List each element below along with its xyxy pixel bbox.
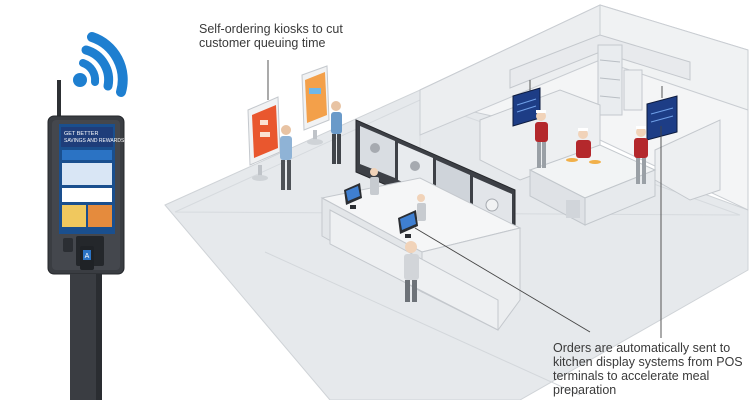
kiosk-headline-1: GET BETTER xyxy=(64,131,98,137)
card-reader-glyph: A xyxy=(85,253,90,260)
self-ordering-kiosk: A xyxy=(47,80,125,400)
counter-people xyxy=(370,168,426,302)
callout-self-ordering-kiosks: Self-ordering kiosks to cut customer que… xyxy=(199,22,369,50)
callout-kds-line-3: terminals to accelerate meal xyxy=(553,369,710,383)
scene-kiosk-1 xyxy=(247,96,281,181)
kitchen-display-right xyxy=(646,86,678,141)
pos-terminal-1 xyxy=(344,183,362,209)
scene-kiosk-2 xyxy=(301,65,330,145)
callout-kds-line-4: preparation xyxy=(553,383,617,397)
callout-kitchen-display: Orders are automatically sent to kitchen… xyxy=(553,341,745,397)
callout-kds-line-1: Orders are automatically sent to xyxy=(553,341,731,355)
callout-kiosk-line-1: Self-ordering kiosks to cut xyxy=(199,22,343,36)
kiosk-customers xyxy=(280,101,342,190)
kiosk-headline-2: SAVINGS AND REWARDS xyxy=(64,138,125,144)
wifi-signal-icon xyxy=(73,32,128,97)
kitchen-staff xyxy=(535,110,648,184)
pos-terminal-2 xyxy=(398,210,418,238)
callout-kiosk-line-2: customer queuing time xyxy=(199,36,326,50)
callout-kds-line-2: kitchen display systems from POS xyxy=(553,355,743,369)
leader-lines xyxy=(267,60,662,338)
